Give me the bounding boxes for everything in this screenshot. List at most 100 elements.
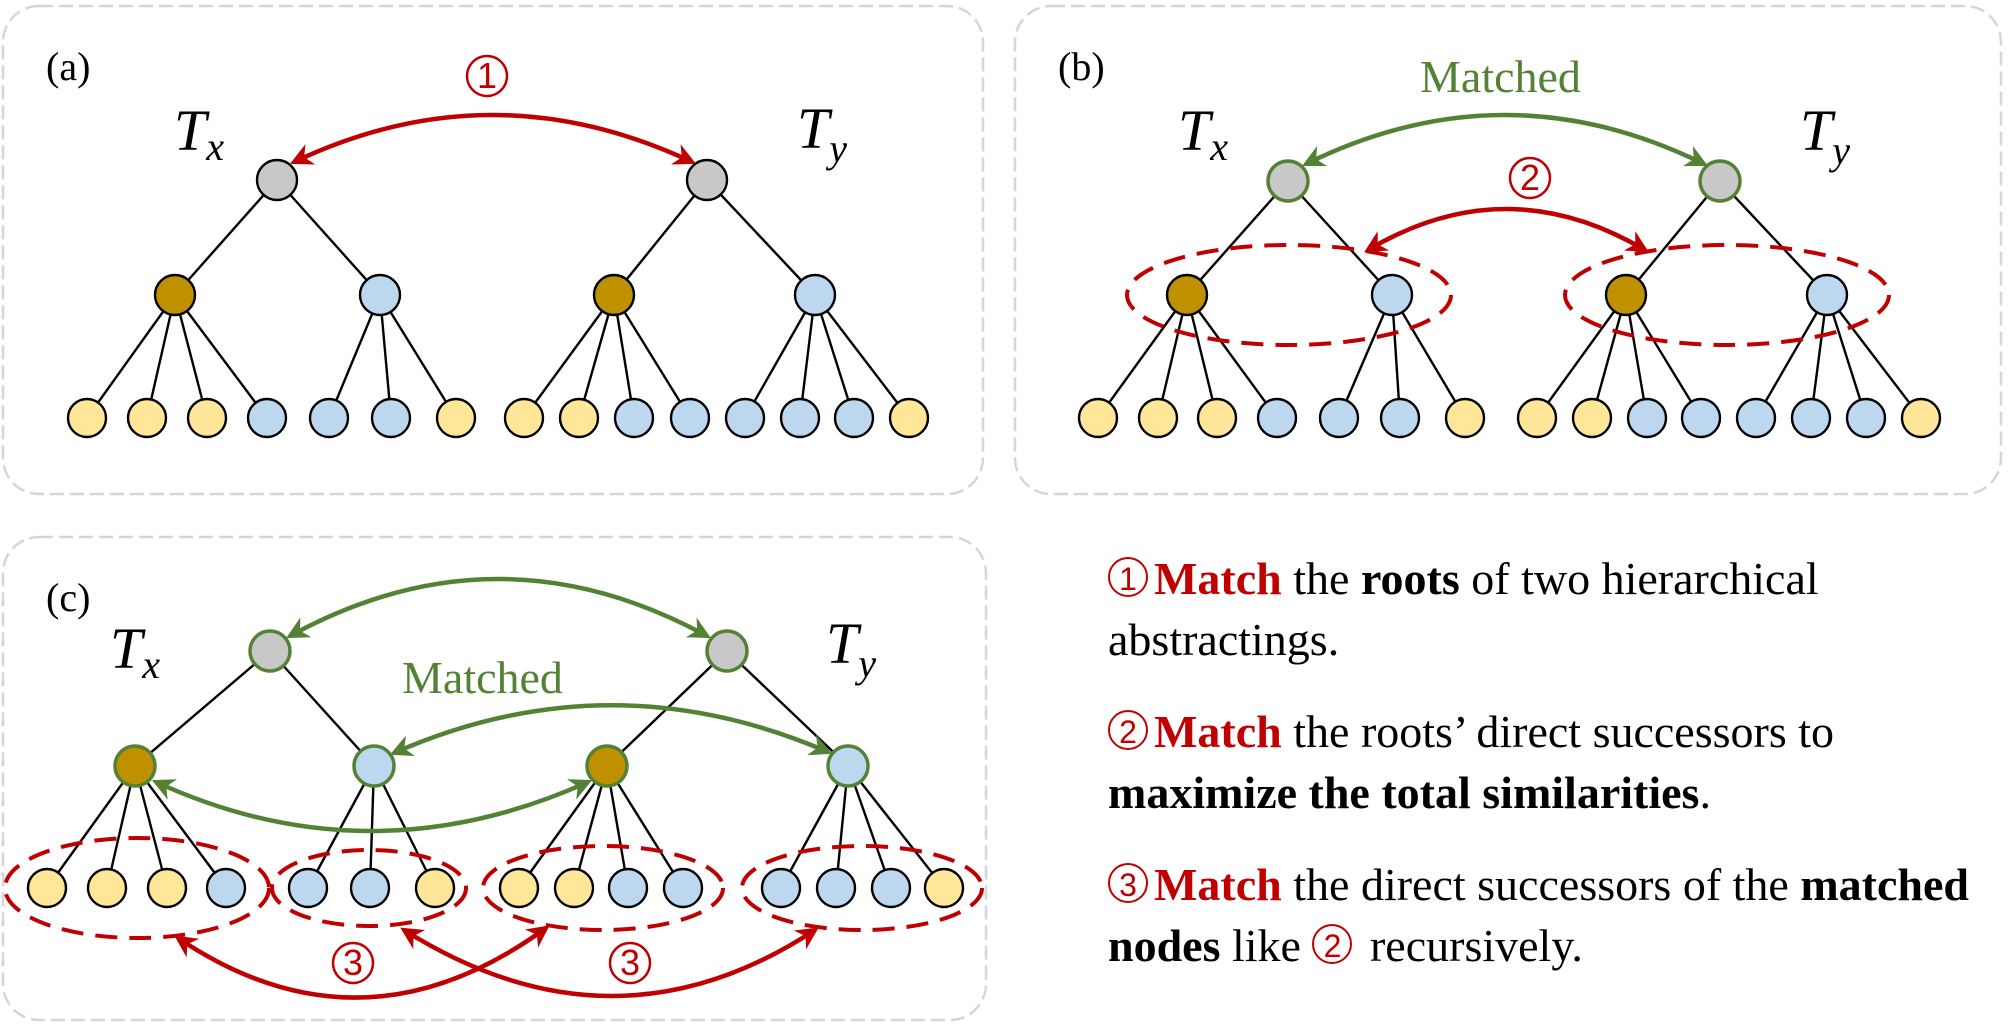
leaf-node [1196, 397, 1238, 439]
leaf-node [607, 867, 649, 909]
panel-b-tree-y-label: Ty [1800, 98, 1850, 173]
tree-edge [134, 765, 227, 889]
leaf-node [126, 397, 168, 439]
leaf-node [205, 867, 247, 909]
child-node [358, 273, 402, 317]
leaf-node [370, 397, 412, 439]
tree-y-name: T [1800, 98, 1836, 163]
tree-edge [1536, 294, 1627, 419]
leaf-group-x-gold [3, 836, 271, 940]
leaf-node [1516, 397, 1558, 439]
tree-x-name: T [110, 616, 146, 681]
leaf-group-y-blue [740, 844, 984, 932]
panel-a-tree-x-label: Tx [174, 98, 224, 169]
tree-edge [269, 650, 375, 767]
child-node [1805, 273, 1849, 317]
step-number: 1 [477, 55, 497, 96]
leaf-node [1680, 397, 1722, 439]
child-node [1165, 273, 1209, 317]
panel-a-tree-y [503, 158, 930, 439]
tree-edge [743, 294, 817, 419]
match-blue-leaves-arrow [400, 927, 819, 999]
leaf-node [498, 867, 540, 909]
step-3-emphasis: matched nodes [1108, 859, 1969, 971]
tree-edge [1719, 180, 1828, 296]
step-2-badge: 2 [1108, 710, 1148, 750]
matched-roots-arrow [1301, 112, 1709, 167]
panel-b-tree-y [1516, 159, 1942, 439]
tree-edge [378, 294, 458, 419]
tree-x-name: T [174, 98, 210, 163]
step-3-text-end: recursively. [1358, 920, 1583, 971]
panel-c-tree-y-label: Ty [826, 611, 876, 686]
child-node [1604, 273, 1648, 317]
tree-edge [814, 294, 910, 419]
tree-edge [1186, 180, 1289, 296]
step-number: 2 [1520, 157, 1540, 198]
leaf-node [146, 867, 188, 909]
tree-x-sub: x [1209, 124, 1228, 169]
leaf-group-y-gold [481, 844, 725, 932]
panel-b-frame [1013, 4, 2003, 496]
panel-c-tree-x [26, 629, 456, 909]
matched-blue-children-arrow [389, 703, 833, 757]
child-node [826, 744, 870, 788]
root-node [705, 629, 749, 673]
tree-edge [86, 294, 176, 419]
step-1-emphasis: roots [1360, 553, 1460, 604]
tree-edge [1097, 294, 1188, 419]
tree-edge [523, 294, 615, 419]
step-number: 3 [343, 942, 363, 983]
tree-y-sub: y [1828, 128, 1850, 173]
panel-c-frame [1, 535, 988, 1022]
panel-a-label: (a) [46, 44, 90, 89]
leaf-node [1900, 397, 1942, 439]
panel-b-label: (b) [1058, 44, 1105, 89]
leaf-node [1845, 397, 1887, 439]
root-node [1698, 159, 1742, 203]
child-node [352, 744, 396, 788]
tree-edge [174, 294, 268, 419]
child-node [153, 273, 197, 317]
leaf-node [287, 867, 329, 909]
child-node [1370, 273, 1414, 317]
match-roots-arrow [289, 112, 697, 165]
root-node [1266, 159, 1310, 203]
leaf-node [1571, 397, 1613, 439]
leaf-node [724, 397, 766, 439]
leaf-node [1318, 397, 1360, 439]
leaf-node [1626, 397, 1668, 439]
tree-y-sub: y [825, 126, 847, 171]
tree-edge [1625, 180, 1721, 296]
leaf-node [246, 397, 288, 439]
matched-gold-children-arrow [151, 779, 593, 834]
tree-edge [813, 294, 856, 419]
step-1-text: the [1281, 553, 1361, 604]
leaf-node [1137, 397, 1179, 439]
tree-y-sub: y [854, 641, 876, 686]
panel-a-tree-y-label: Ty [797, 96, 847, 171]
step-circle-icon [1508, 156, 1552, 200]
child-node [592, 273, 636, 317]
step-3-marker: 3 [331, 941, 375, 985]
step-3-marker: 3 [608, 941, 652, 985]
tree-edge [613, 179, 708, 296]
tree-edge [605, 765, 685, 889]
leaf-node [1444, 397, 1486, 439]
panel-c-tree-x-label: Tx [110, 616, 160, 687]
step-1-badge: 1 [1108, 557, 1148, 597]
leaf-node [613, 397, 655, 439]
tree-edge [1624, 294, 1703, 419]
step-1-text-end: of two hierarchical abstractings. [1108, 553, 1819, 665]
leaf-node [349, 867, 391, 909]
panel-c-tree-y [498, 629, 965, 909]
candidate-group-x [1125, 243, 1453, 347]
tree-edge [1825, 294, 1868, 419]
step-2-keyword: Match [1154, 706, 1282, 757]
tree-edge [612, 294, 692, 419]
panel-a-tree-x [66, 158, 477, 439]
leaf-node [1735, 397, 1777, 439]
